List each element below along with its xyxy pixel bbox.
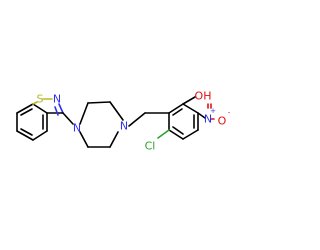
- sulfur-atom-label: S: [37, 93, 44, 106]
- chemical-structure-diagram: S N N N OH N + O - Cl: [16, 90, 231, 153]
- benzo-ring: [16, 103, 48, 141]
- nitro-oxygen-label: O: [218, 115, 227, 128]
- nitro-oxygen-charge: -: [228, 109, 231, 117]
- phenol-ring: [168, 103, 199, 140]
- isothiazole-ring: [32, 98, 74, 125]
- nitro-nitrogen-label: N: [204, 113, 212, 126]
- substituent-bonds: [157, 96, 215, 139]
- ethyl-linker: [128, 112, 170, 127]
- piperazine-nitrogen-1-label: N: [73, 122, 81, 135]
- nitro-nitrogen-charge: +: [210, 107, 216, 115]
- thiazole-nitrogen-label: N: [53, 93, 61, 106]
- atom-labels: S N N N OH N + O - Cl: [37, 90, 231, 153]
- piperazine-ring: [79, 101, 124, 148]
- hydroxyl-label: OH: [195, 90, 212, 103]
- piperazine-nitrogen-4-label: N: [120, 120, 128, 133]
- chlorine-atom-label: Cl: [145, 140, 156, 153]
